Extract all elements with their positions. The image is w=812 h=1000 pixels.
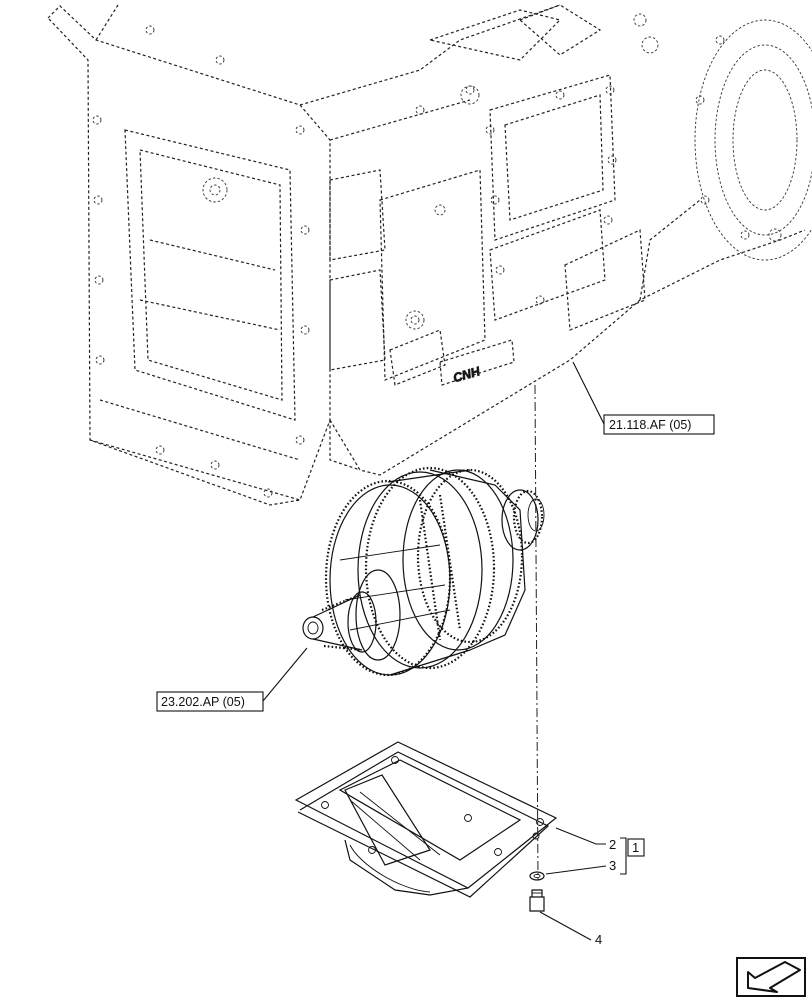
brand-plate: CNH <box>439 339 515 386</box>
washer <box>529 871 545 881</box>
housing-reference-link[interactable]: 21.118.AF (05) <box>603 414 715 435</box>
brand-text: CNH <box>452 364 483 385</box>
transmission-housing: CNH <box>47 4 812 506</box>
arrow-down-left-icon[interactable] <box>736 957 806 997</box>
pto-leader <box>262 647 308 702</box>
pto-reference-link[interactable]: 23.202.AP (05) <box>156 691 264 712</box>
callout-4: 4 <box>595 932 602 947</box>
callout-2: 2 <box>609 837 616 852</box>
kit-box <box>627 838 645 857</box>
cover-plate <box>294 741 558 898</box>
item2-leader <box>555 827 606 845</box>
housing-reference-label: 21.118.AF (05) <box>609 418 691 432</box>
assembly-axis <box>534 384 539 881</box>
kit-bracket <box>620 837 627 875</box>
item4-leader <box>539 911 592 941</box>
item3-leader <box>545 865 607 875</box>
housing-leader <box>572 361 605 425</box>
callout-3: 3 <box>609 858 616 873</box>
bolt <box>529 889 545 912</box>
kit-number: 1 <box>632 840 639 855</box>
pto-gear-pack <box>302 466 545 677</box>
pto-reference-label: 23.202.AP (05) <box>161 695 245 709</box>
